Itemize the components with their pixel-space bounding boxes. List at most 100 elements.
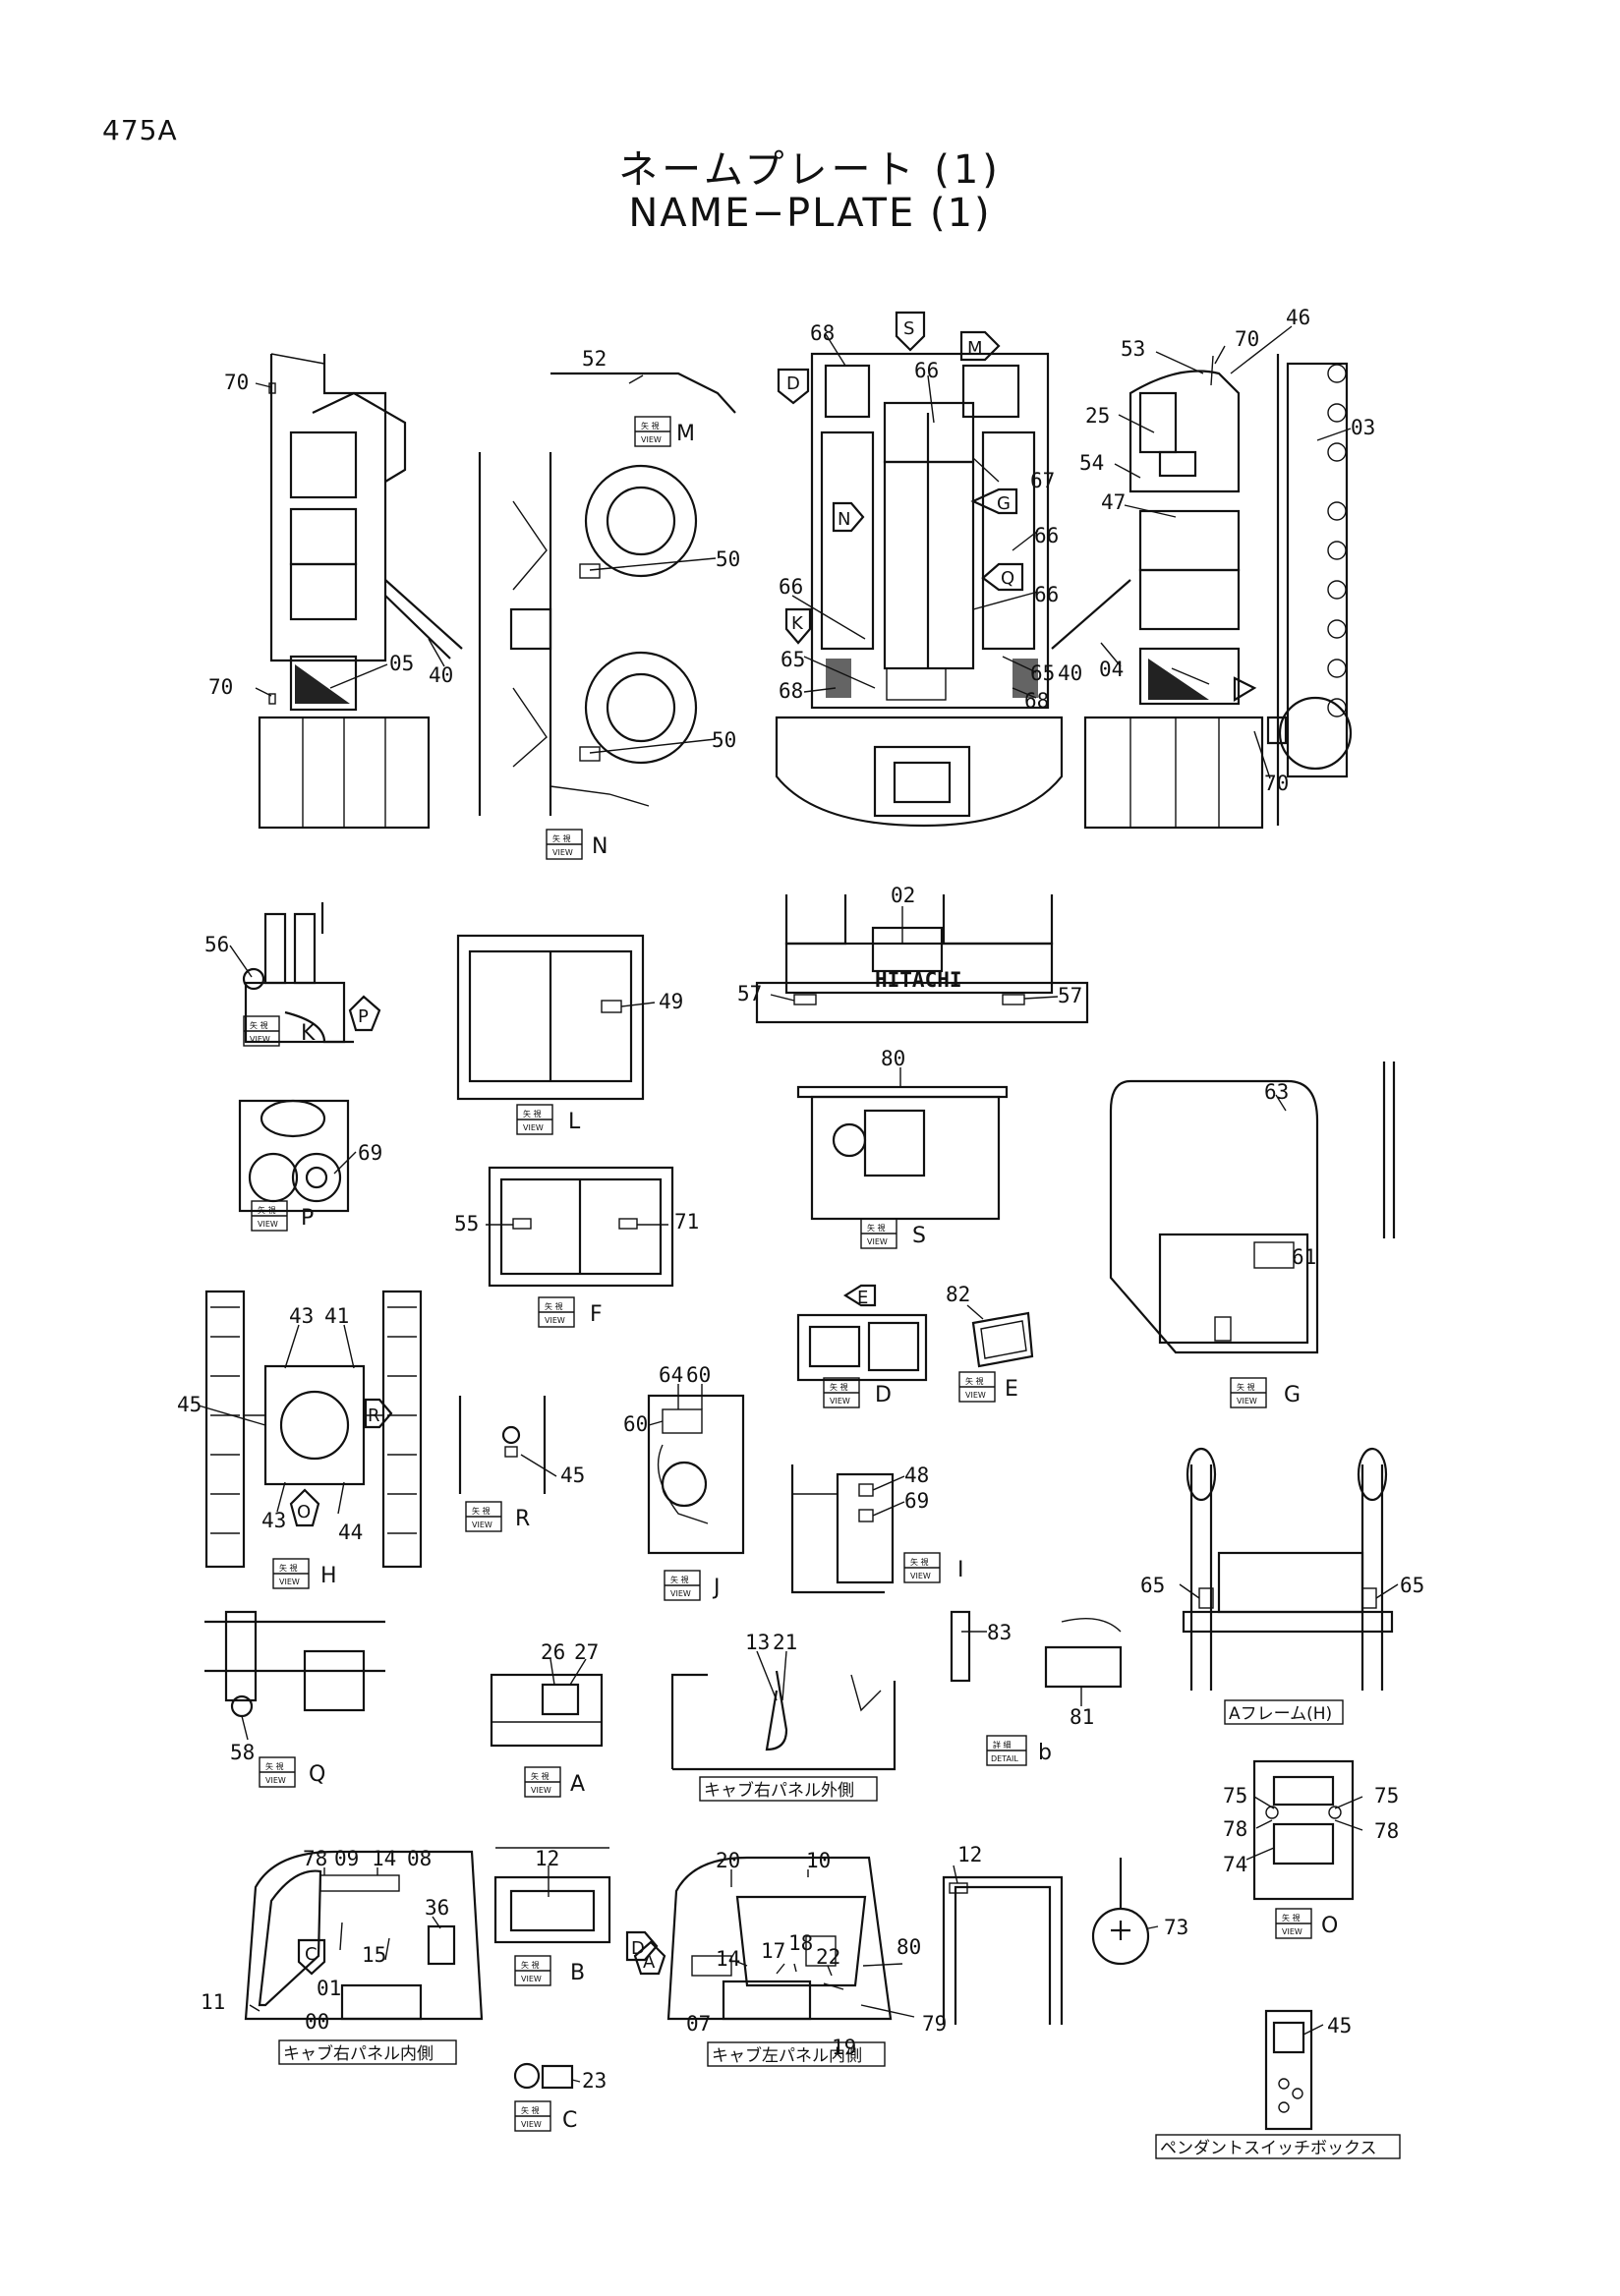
svg-text:A: A	[570, 1772, 585, 1797]
label-59: 60	[623, 1412, 648, 1436]
svg-text:矢 視: 矢 視	[521, 1960, 540, 1970]
svg-text:矢 視: 矢 視	[641, 421, 660, 430]
svg-text:F: F	[590, 1302, 603, 1327]
label-16: 14	[372, 1847, 396, 1870]
view-l-drawing	[456, 934, 645, 1101]
label-40: 43	[289, 1304, 314, 1328]
label-63: 66	[914, 359, 939, 382]
svg-text:J: J	[712, 1576, 721, 1600]
label-65: 65	[781, 648, 805, 671]
label-26: 26	[541, 1640, 565, 1664]
arrow-m: M	[959, 330, 1001, 362]
svg-text:K: K	[301, 1021, 316, 1046]
label-55: 57	[737, 982, 762, 1005]
view-a-drawing	[490, 1673, 604, 1748]
svg-text:O: O	[1321, 1914, 1338, 1938]
label-70: 70	[1235, 327, 1259, 351]
label-40: 43	[261, 1509, 286, 1532]
a-frame-drawing	[1182, 1447, 1394, 1691]
view-stamp-a: 矢 視 VIEW A	[524, 1766, 585, 1798]
arrow-c-right	[1266, 716, 1288, 745]
label-70: 70	[208, 675, 233, 699]
view-i-drawing	[790, 1464, 895, 1594]
arrow-d: D	[777, 368, 810, 405]
arrow-s: S	[895, 311, 926, 352]
arrow-q: Q	[981, 562, 1024, 592]
svg-text:矢 視: 矢 視	[531, 1771, 550, 1781]
machine-left-side-view	[258, 353, 463, 830]
label-41: 44	[338, 1521, 363, 1544]
cab-front-frame-drawing	[942, 1875, 1064, 2025]
svg-text:矢 視: 矢 視	[265, 1761, 284, 1771]
view-stamp-o: 矢 視 VIEW O	[1275, 1908, 1338, 1939]
svg-text:D: D	[875, 1383, 892, 1407]
label-80: 80	[881, 1047, 905, 1070]
svg-text:矢 視: 矢 視	[867, 1223, 886, 1233]
label-74: 75	[1374, 1784, 1399, 1808]
label-75: 78	[1223, 1817, 1247, 1841]
title-english: NAME−PLATE (1)	[628, 191, 992, 236]
view-k-drawing	[242, 902, 354, 1044]
label-71: 73	[1164, 1916, 1188, 1939]
label-50: 50	[712, 728, 736, 752]
label-82: 82	[946, 1283, 970, 1306]
label-07: 07	[686, 2012, 711, 2036]
label-00: 00	[305, 2010, 329, 2034]
label-57: 52	[582, 347, 607, 371]
svg-text:VIEW: VIEW	[1282, 1927, 1302, 1936]
label-65: 65	[1030, 661, 1055, 685]
label-70: 70	[224, 371, 249, 394]
cab-right-inner-drawing	[244, 1850, 484, 2021]
arrow-e-flag: E	[842, 1284, 877, 1308]
label-21: 21	[773, 1631, 797, 1654]
captions: Aフレーム(H) キャブ右パネル外側 キャブ右パネル内側 キャブ左パネル内側 ペ…	[278, 1699, 1401, 2159]
arrow-g: G	[970, 488, 1018, 515]
label-66: 68	[779, 679, 803, 703]
svg-text:VIEW: VIEW	[670, 1589, 691, 1598]
svg-text:矢 視: 矢 視	[521, 2105, 540, 2115]
label-02: 02	[891, 884, 915, 907]
svg-text:矢 視: 矢 視	[472, 1506, 491, 1516]
label-12: 12	[957, 1843, 982, 1866]
svg-text:矢 視: 矢 視	[1282, 1913, 1301, 1923]
arrow-r: R	[364, 1398, 393, 1429]
view-o-drawing	[1252, 1759, 1355, 1901]
label-79: 79	[922, 2012, 947, 2036]
label-03: 03	[1351, 416, 1375, 439]
svg-text:N: N	[592, 834, 608, 859]
label-60: 61	[1292, 1245, 1316, 1269]
label-45: 45	[1327, 2014, 1352, 2038]
svg-text:M: M	[967, 338, 983, 359]
label-18: 18	[788, 1931, 813, 1955]
counterweight-view: HITACHI	[755, 894, 1089, 1024]
svg-text:矢 視: 矢 視	[258, 1205, 276, 1215]
svg-text:VIEW: VIEW	[258, 1220, 278, 1229]
svg-text:VIEW: VIEW	[531, 1786, 551, 1795]
svg-text:Q: Q	[1001, 568, 1014, 589]
view-n-drawing	[478, 372, 736, 816]
label-63: 66	[779, 575, 803, 599]
label-05: 05	[389, 652, 414, 675]
label-66: 68	[810, 321, 835, 345]
pendant-box-drawing	[1264, 2009, 1313, 2131]
label-63: 66	[1034, 524, 1059, 547]
svg-text:VIEW: VIEW	[1237, 1397, 1257, 1406]
label-36: 36	[425, 1896, 449, 1920]
label-67: 69	[358, 1141, 382, 1165]
svg-text:Q: Q	[309, 1762, 325, 1787]
label-47: 47	[1101, 490, 1126, 514]
svg-text:VIEW: VIEW	[830, 1397, 850, 1406]
svg-text:VIEW: VIEW	[910, 1572, 931, 1580]
label-58: 60	[686, 1363, 711, 1387]
view-s-drawing	[796, 1085, 1009, 1221]
